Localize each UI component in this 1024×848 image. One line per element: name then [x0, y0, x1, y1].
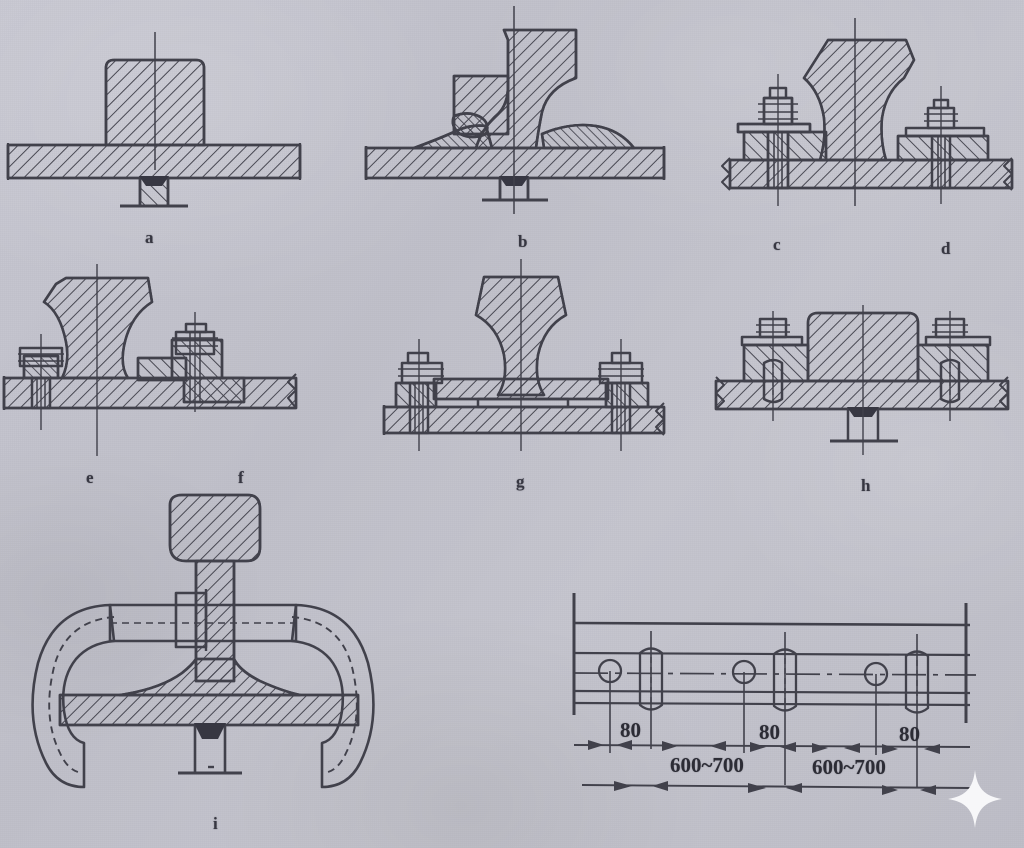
figure-a-rail-on-plate [6, 32, 302, 208]
figure-i-caption: i [213, 814, 219, 833]
figure-f-caption: f [238, 468, 244, 487]
figure-g-bearing-plate-rail [382, 259, 666, 451]
span-label-1: 600~700 [670, 753, 744, 777]
figure-c-caption: c [773, 235, 781, 254]
figure-h-caption: h [861, 476, 871, 495]
figure-cd-bolted-clamps [721, 18, 1014, 206]
plan-view-fastener-spacing [572, 593, 977, 795]
figure-e-caption: e [86, 468, 94, 487]
figure-b-caption: b [518, 232, 528, 251]
figure-h-square-bar-rail [714, 305, 1010, 455]
figure-ef-clamped-rail [2, 264, 298, 456]
figure-d-caption: d [941, 239, 951, 258]
pitch-label-1: 80 [620, 718, 641, 742]
figure-g-caption: g [516, 472, 525, 491]
pitch-label-3: 80 [899, 722, 920, 746]
figure-i-hook-bolt-rail [31, 493, 375, 789]
figure-b-welded-rail [364, 6, 666, 214]
span-label-2: 600~700 [812, 755, 886, 779]
figure-a-caption: a [145, 228, 154, 247]
pitch-label-2: 80 [759, 720, 780, 744]
